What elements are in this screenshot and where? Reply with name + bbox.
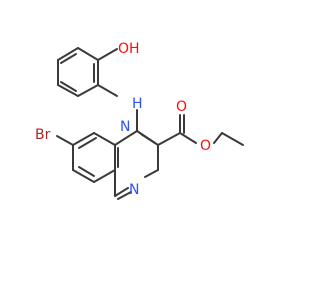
bromine-label: Br (35, 127, 51, 143)
ester-o-label: O (200, 138, 211, 154)
amine-h-label: H (132, 96, 143, 112)
ring-n-label: N (129, 182, 139, 198)
phenol-ring (57, 47, 99, 97)
bond-ring-nh (97, 84, 118, 97)
bond-ring-oh (97, 48, 118, 61)
amine-n-label: N (120, 119, 130, 135)
ester-group (157, 114, 244, 146)
quinoline-core (72, 109, 159, 200)
bond-c-br (56, 135, 74, 146)
molecule-structure: OH H N O O Br N (35, 41, 244, 200)
carbonyl-o-label: O (176, 99, 187, 115)
hydroxyl-label: OH (118, 41, 140, 57)
